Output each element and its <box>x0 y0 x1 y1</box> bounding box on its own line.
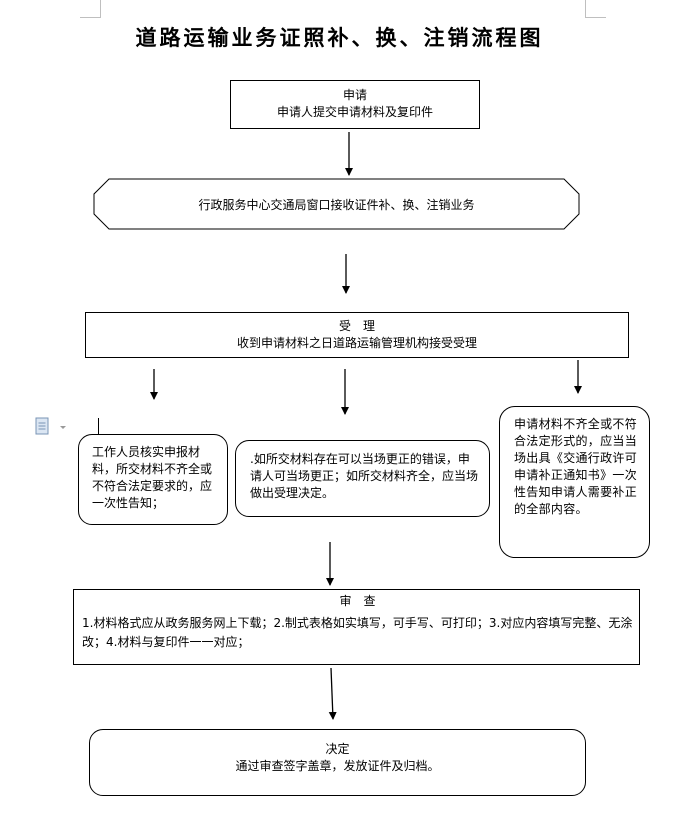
branch-right-box: 申请材料不齐全或不符合法定形式的，应当当场出具《交通行政许可申请补正通知书》一次… <box>499 406 650 558</box>
review-text: 1.材料格式应从政务服务网上下载；2.制式表格如实填写，可手写、可打印；3.对应… <box>82 616 633 649</box>
branch-left-box: 工作人员核实申报材料，所交材料不齐全或不符合法定要求的，应一次性告知； <box>78 434 228 525</box>
branch-middle-text: .如所交材料存在可以当场更正的错误，申请人可当场更正；如所交材料齐全，应当场做出… <box>250 452 479 500</box>
page-corner-mark-left <box>80 0 101 18</box>
apply-box: 申请 申请人提交申请材料及复印件 <box>230 80 480 129</box>
review-box: 审 查 1.材料格式应从政务服务网上下载；2.制式表格如实填写，可手写、可打印；… <box>73 589 640 665</box>
branch-left-text: 工作人员核实申报材料，所交材料不齐全或不符合法定要求的，应一次性告知； <box>92 445 213 510</box>
apply-text: 申请人提交申请材料及复印件 <box>276 105 433 119</box>
accept-text: 收到申请材料之日道路运输管理机构接受受理 <box>236 336 477 350</box>
decision-heading: 决定 <box>325 742 350 756</box>
arrow-review-to-decision <box>328 667 337 720</box>
apply-heading: 申请 <box>342 88 367 102</box>
diagram-title: 道路运输业务证照补、换、注销流程图 <box>135 25 544 50</box>
branch-right-text: 申请材料不齐全或不符合法定形式的，应当当场出具《交通行政许可申请补正通知书》一次… <box>514 417 638 516</box>
accept-box: 受 理 收到申请材料之日道路运输管理机构接受受理 <box>85 312 629 358</box>
window-octagon-box <box>93 178 580 230</box>
window-text: 行政服务中心交通局窗口接收证件补、换、注销业务 <box>198 198 475 212</box>
branch-middle-box: .如所交材料存在可以当场更正的错误，申请人可当场更正；如所交材料齐全，应当场做出… <box>235 440 490 517</box>
decision-text: 通过审查签字盖章，发放证件及归档。 <box>235 759 440 773</box>
document-icon[interactable] <box>35 417 69 437</box>
page-corner-mark-right <box>585 0 606 18</box>
accept-heading: 受 理 <box>338 319 375 333</box>
dropdown-caret-icon <box>60 426 66 429</box>
text-cursor <box>98 418 99 438</box>
review-heading: 审 查 <box>339 594 376 608</box>
decision-box: 决定 通过审查签字盖章，发放证件及归档。 <box>89 729 586 796</box>
